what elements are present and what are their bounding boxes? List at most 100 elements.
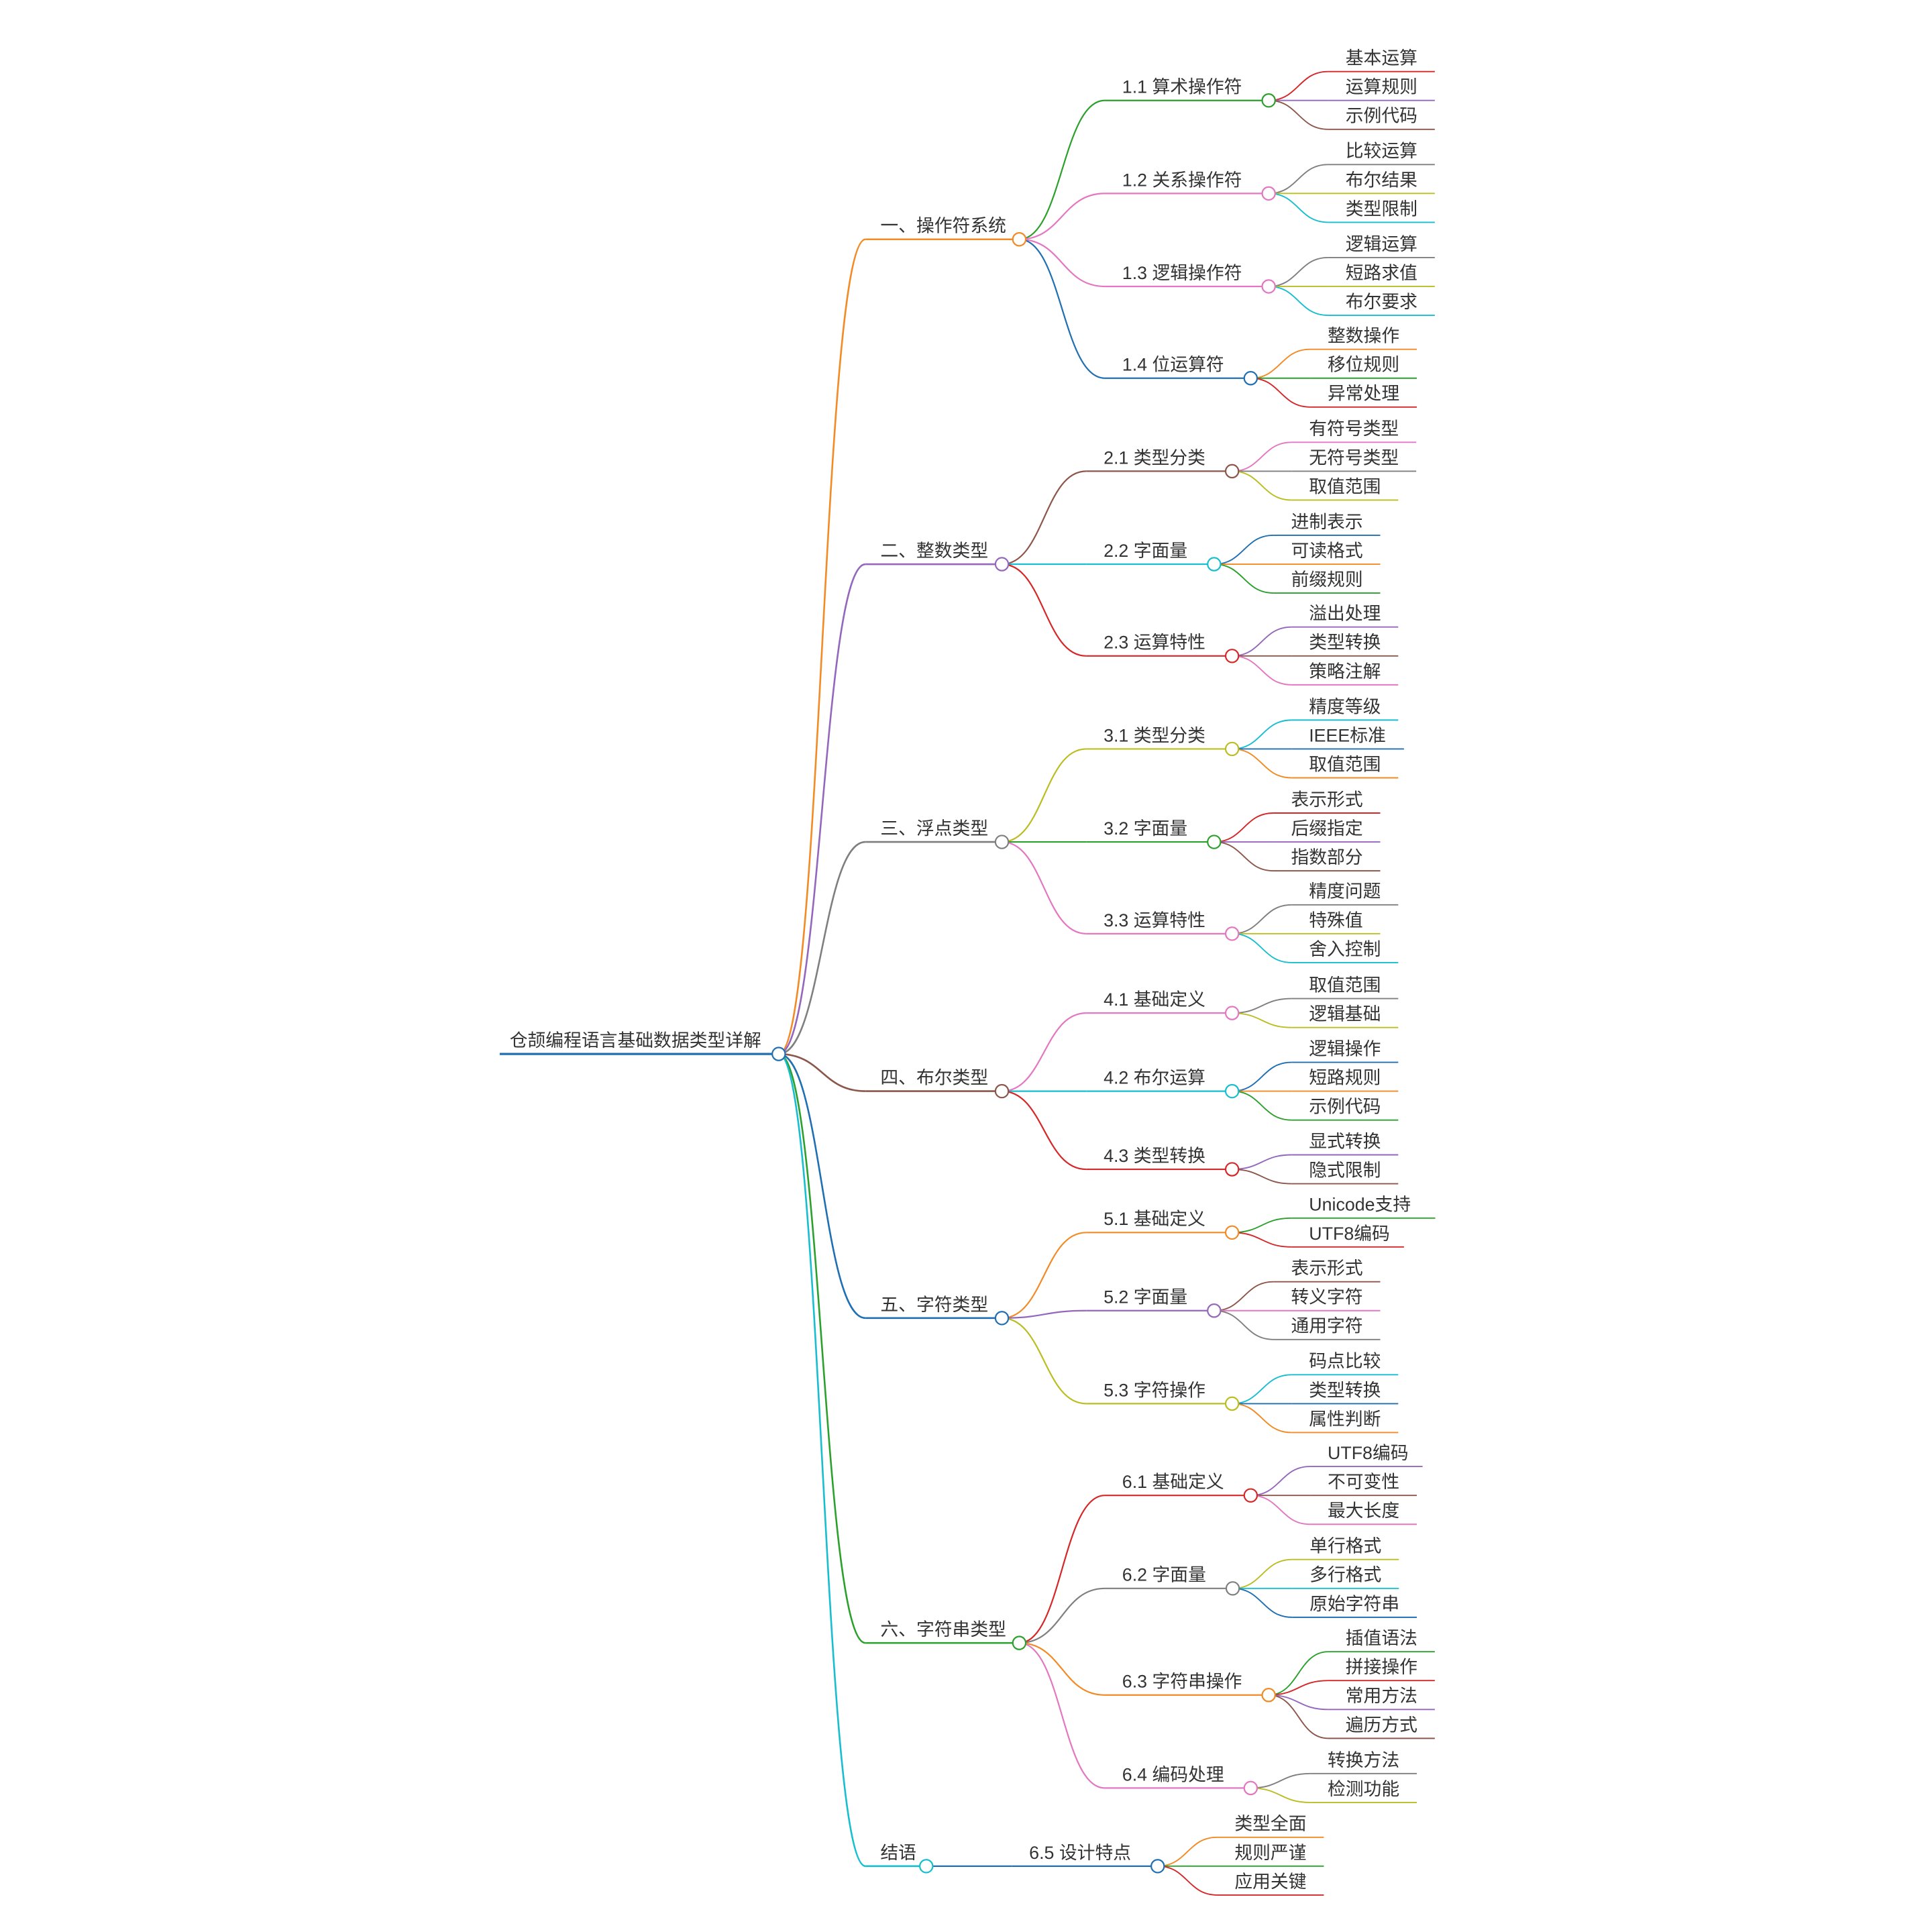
topic-node-6-1[interactable] (1243, 1488, 1258, 1503)
leaf-label-2-1-1: 有符号类型 (1309, 419, 1399, 439)
leaf-label-1-3-3: 布尔要求 (1346, 292, 1417, 312)
leaf-label-5-3-1: 码点比较 (1309, 1351, 1381, 1371)
leaf-label-1-2-1: 比较运算 (1346, 141, 1417, 161)
branch-node-1[interactable] (1012, 232, 1027, 247)
edge-topic-6-4-to-leaf-2 (1250, 1787, 1311, 1803)
leaf-label-6-4-1: 转换方法 (1328, 1750, 1399, 1770)
edge-topic-5-3-to-leaf-3 (1232, 1403, 1292, 1434)
edge-branch-5-to-topic-3 (1002, 1317, 1087, 1405)
topic-node-6-4[interactable] (1243, 1780, 1258, 1796)
edge-branch-4-to-topic-1 (1002, 1012, 1087, 1092)
leaf-label-6-1-2: 不可变性 (1328, 1472, 1399, 1492)
branch-node-5[interactable] (994, 1311, 1010, 1326)
leaf-label-4-3-1: 显式转换 (1309, 1131, 1381, 1151)
edge-topic-2-2-to-leaf-3 (1214, 564, 1274, 594)
edge-topic-5-3-to-leaf-1 (1232, 1374, 1292, 1405)
topic-label-1-2: 1.2 关系操作符 (1122, 170, 1242, 190)
topic-node-4-1[interactable] (1224, 1006, 1240, 1020)
edge-topic-1-3-to-leaf-1 (1269, 256, 1328, 287)
branch-node-2[interactable] (994, 557, 1010, 572)
edge-branch-1-to-topic-2 (1019, 193, 1105, 240)
branch-node-4[interactable] (994, 1083, 1010, 1099)
edge-topic-4-1-to-leaf-1 (1232, 998, 1292, 1014)
edge-topic-1-3-to-leaf-3 (1269, 286, 1328, 316)
leaf-label-2-3-1: 溢出处理 (1309, 604, 1381, 624)
leaf-label-5-2-2: 转义字符 (1291, 1287, 1362, 1307)
topic-node-7-1[interactable] (1150, 1859, 1165, 1874)
edge-topic-6-3-to-leaf-3 (1269, 1694, 1328, 1711)
topic-node-2-1[interactable] (1224, 464, 1240, 479)
topic-node-4-3[interactable] (1224, 1162, 1240, 1177)
leaf-label-5-2-1: 表示形式 (1291, 1258, 1362, 1279)
edge-topic-5-1-to-leaf-1 (1232, 1217, 1292, 1234)
leaf-label-6-4-2: 检测功能 (1328, 1779, 1399, 1799)
edge-topic-5-2-to-leaf-1 (1214, 1281, 1274, 1311)
topic-node-5-3[interactable] (1224, 1396, 1240, 1411)
edge-topic-4-3-to-leaf-1 (1232, 1154, 1292, 1170)
edge-topic-6-3-to-leaf-4 (1269, 1694, 1328, 1739)
topic-node-5-2[interactable] (1207, 1303, 1222, 1318)
edge-topic-2-1-to-leaf-3 (1232, 470, 1292, 501)
leaf-label-2-3-3: 策略注解 (1309, 661, 1381, 682)
topic-node-3-1[interactable] (1224, 741, 1240, 757)
leaf-label-1-3-1: 逻辑运算 (1346, 234, 1417, 254)
topic-node-1-2[interactable] (1261, 186, 1276, 201)
edge-branch-3-to-topic-1 (1002, 748, 1087, 843)
leaf-label-4-2-2: 短路规则 (1309, 1068, 1381, 1088)
edge-topic-4-2-to-leaf-1 (1232, 1061, 1292, 1092)
topic-label-6-4: 6.4 编码处理 (1122, 1764, 1224, 1784)
edge-branch-6-to-topic-2 (1019, 1587, 1105, 1644)
edge-topic-3-1-to-leaf-1 (1232, 719, 1292, 750)
topic-node-2-2[interactable] (1207, 557, 1222, 572)
edge-topic-4-3-to-leaf-2 (1232, 1169, 1292, 1185)
branch-label-6: 六、字符串类型 (880, 1619, 1006, 1640)
leaf-label-6-2-2: 多行格式 (1309, 1565, 1381, 1585)
topic-label-6-2: 6.2 字面量 (1122, 1565, 1206, 1585)
topic-node-6-3[interactable] (1261, 1688, 1276, 1703)
topic-label-4-1: 4.1 基础定义 (1104, 989, 1205, 1010)
edge-topic-1-4-to-leaf-1 (1250, 348, 1311, 379)
leaf-label-4-3-2: 隐式限制 (1309, 1160, 1381, 1180)
leaf-label-3-3-3: 舍入控制 (1309, 939, 1381, 959)
branch-node-7[interactable] (919, 1859, 934, 1874)
leaf-label-2-2-2: 可读格式 (1291, 541, 1362, 561)
topic-node-5-1[interactable] (1224, 1225, 1240, 1240)
topic-node-4-2[interactable] (1224, 1083, 1240, 1099)
edge-topic-5-2-to-leaf-3 (1214, 1309, 1274, 1340)
leaf-label-3-2-3: 指数部分 (1291, 847, 1362, 867)
topic-node-3-3[interactable] (1224, 926, 1240, 941)
topic-node-2-3[interactable] (1224, 649, 1240, 663)
topic-node-6-2[interactable] (1225, 1581, 1240, 1596)
leaf-label-1-3-2: 短路求值 (1346, 263, 1417, 283)
leaf-label-1-1-3: 示例代码 (1346, 106, 1417, 126)
edge-topic-6-1-to-leaf-3 (1250, 1495, 1311, 1525)
edge-topic-3-1-to-leaf-3 (1232, 748, 1292, 779)
leaf-label-1-2-2: 布尔结果 (1346, 170, 1417, 190)
edge-branch-5-to-topic-1 (1002, 1232, 1087, 1319)
edge-branch-1-to-topic-3 (1019, 238, 1105, 288)
root-node[interactable] (771, 1046, 786, 1061)
leaf-label-6-3-4: 遍历方式 (1346, 1715, 1417, 1735)
branch-node-6[interactable] (1012, 1635, 1027, 1650)
topic-label-6-1: 6.1 基础定义 (1122, 1472, 1224, 1492)
edge-branch-6-to-topic-1 (1019, 1495, 1105, 1644)
branch-node-3[interactable] (994, 835, 1010, 849)
topic-node-1-1[interactable] (1261, 93, 1276, 108)
leaf-label-6-3-2: 拼接操作 (1346, 1657, 1417, 1677)
leaf-label-4-2-1: 逻辑操作 (1309, 1038, 1381, 1059)
topic-label-1-3: 1.3 逻辑操作符 (1122, 263, 1242, 283)
edge-branch-6-to-topic-4 (1019, 1642, 1105, 1789)
topic-node-3-2[interactable] (1207, 835, 1222, 849)
topic-label-7-1: 6.5 设计特点 (1029, 1843, 1131, 1863)
edge-topic-2-3-to-leaf-3 (1232, 655, 1292, 686)
leaf-label-2-2-1: 进制表示 (1291, 512, 1362, 532)
topic-node-1-4[interactable] (1243, 371, 1258, 386)
edge-root-to-branch-4 (778, 1053, 866, 1092)
topic-label-5-1: 5.1 基础定义 (1104, 1209, 1205, 1229)
topic-node-1-3[interactable] (1261, 279, 1276, 294)
branch-label-1: 一、操作符系统 (880, 216, 1006, 236)
leaf-label-5-3-2: 类型转换 (1309, 1380, 1381, 1400)
edge-root-to-branch-2 (778, 563, 866, 1055)
